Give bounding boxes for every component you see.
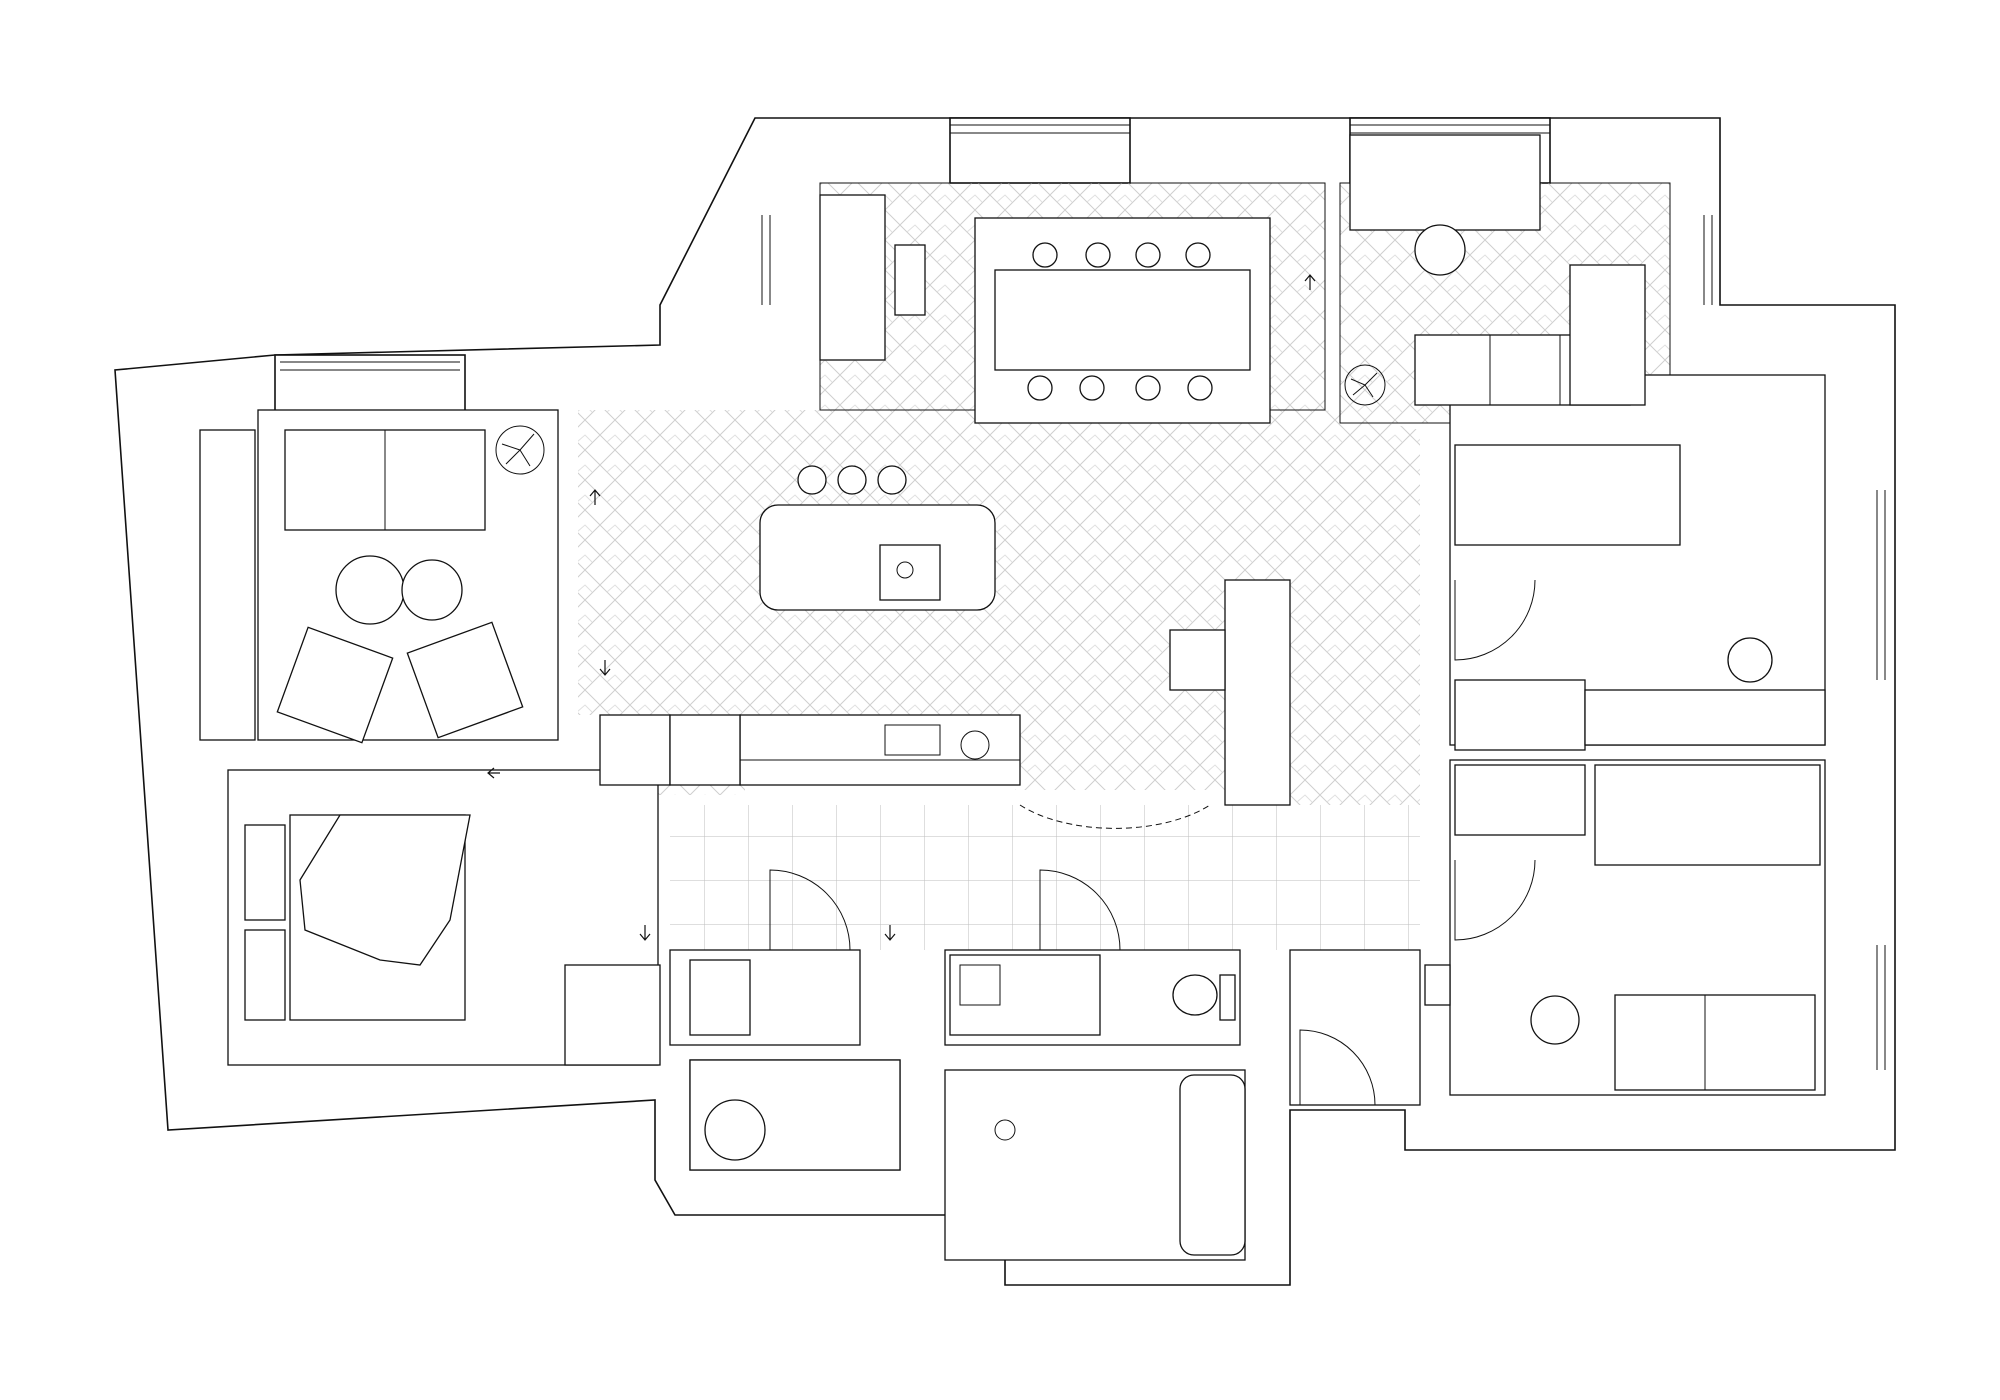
door-swing-icon	[769, 869, 851, 951]
sofa-icon	[1614, 994, 1816, 1091]
dining-table	[994, 269, 1251, 371]
arrow-icon	[884, 925, 896, 941]
chair-icon	[1727, 637, 1773, 683]
living-room-furniture	[199, 425, 545, 744]
door-swing-icon	[1454, 859, 1536, 941]
plant-icon	[495, 425, 545, 475]
desk-chair	[894, 244, 926, 316]
wardrobe-icon	[1454, 679, 1586, 751]
coffee-table-2	[401, 559, 463, 621]
bedside-left-1	[244, 824, 286, 921]
chair-icon	[1085, 242, 1111, 268]
tall-unit	[1224, 579, 1291, 806]
chair-row-top	[1032, 242, 1211, 268]
bath-fixtures	[689, 954, 1451, 1256]
window-desk	[819, 194, 886, 361]
washing-machine-icon	[704, 1099, 766, 1161]
chair-icon	[1414, 224, 1466, 276]
wardrobe-icon	[1454, 764, 1586, 836]
armchair-right	[406, 621, 524, 739]
bed-icon	[1594, 764, 1821, 866]
toilet-cistern	[1219, 974, 1236, 1021]
sink-icon	[884, 724, 941, 756]
arrows	[487, 274, 1316, 941]
bed-icon	[1454, 444, 1681, 546]
chair-icon	[1187, 375, 1213, 401]
hob-icon	[960, 730, 990, 760]
chair-icon	[1135, 375, 1161, 401]
oven-unit-1	[599, 714, 671, 786]
wardrobe-icon	[564, 964, 661, 1066]
washer-small	[689, 959, 751, 1036]
arrow-icon	[589, 489, 601, 505]
doors	[769, 579, 1536, 1106]
door-swing-icon	[1454, 579, 1536, 661]
bedside-left-2	[244, 929, 286, 1021]
oven-unit-2	[669, 714, 741, 786]
sofa-chaise	[1569, 264, 1646, 406]
study-desk	[1349, 134, 1541, 231]
coffee-table-1	[335, 555, 405, 625]
chair-icon	[1079, 375, 1105, 401]
arrow-icon	[1304, 274, 1316, 290]
floor-drain	[994, 1119, 1016, 1141]
chair-icon	[1185, 242, 1211, 268]
chair-icon	[1027, 375, 1053, 401]
chair-row-bottom	[1027, 375, 1213, 401]
stool-icon	[797, 465, 827, 495]
side-cabinet	[199, 429, 256, 741]
bed-blanket	[299, 814, 471, 966]
hall-cabinet	[1424, 964, 1451, 1006]
chair-icon	[1032, 242, 1058, 268]
arrow-icon	[487, 767, 500, 779]
arrow-icon	[599, 660, 611, 676]
window-glazing	[280, 124, 1886, 1070]
hall-floor	[670, 805, 1420, 1105]
kitchen-island	[759, 504, 996, 611]
door-swing-icon	[1019, 804, 1211, 829]
bedroom-furniture	[244, 444, 1826, 1091]
armchair-left	[276, 626, 394, 744]
kitchen-counter	[739, 714, 1021, 786]
pantry-block	[1169, 629, 1226, 691]
arrow-icon	[639, 925, 651, 941]
stool-icon	[877, 465, 907, 495]
bathtub-icon	[1179, 1074, 1246, 1256]
chair-icon	[1135, 242, 1161, 268]
chair-icon	[1530, 995, 1580, 1045]
island-sink	[879, 544, 941, 601]
door-swing-icon	[1039, 869, 1121, 951]
vanity	[949, 954, 1101, 1036]
sink-icon	[959, 964, 1001, 1006]
window-bay-1	[949, 117, 1131, 184]
stool-icon	[837, 465, 867, 495]
door-swing-icon	[1299, 1029, 1376, 1106]
hall-cupboard-a	[1289, 949, 1421, 1106]
plant-icon	[1344, 364, 1386, 406]
study-furniture	[1344, 134, 1646, 406]
dining-set	[599, 194, 1291, 806]
toilet-icon	[1172, 974, 1218, 1016]
desk-right-top	[1584, 689, 1826, 746]
